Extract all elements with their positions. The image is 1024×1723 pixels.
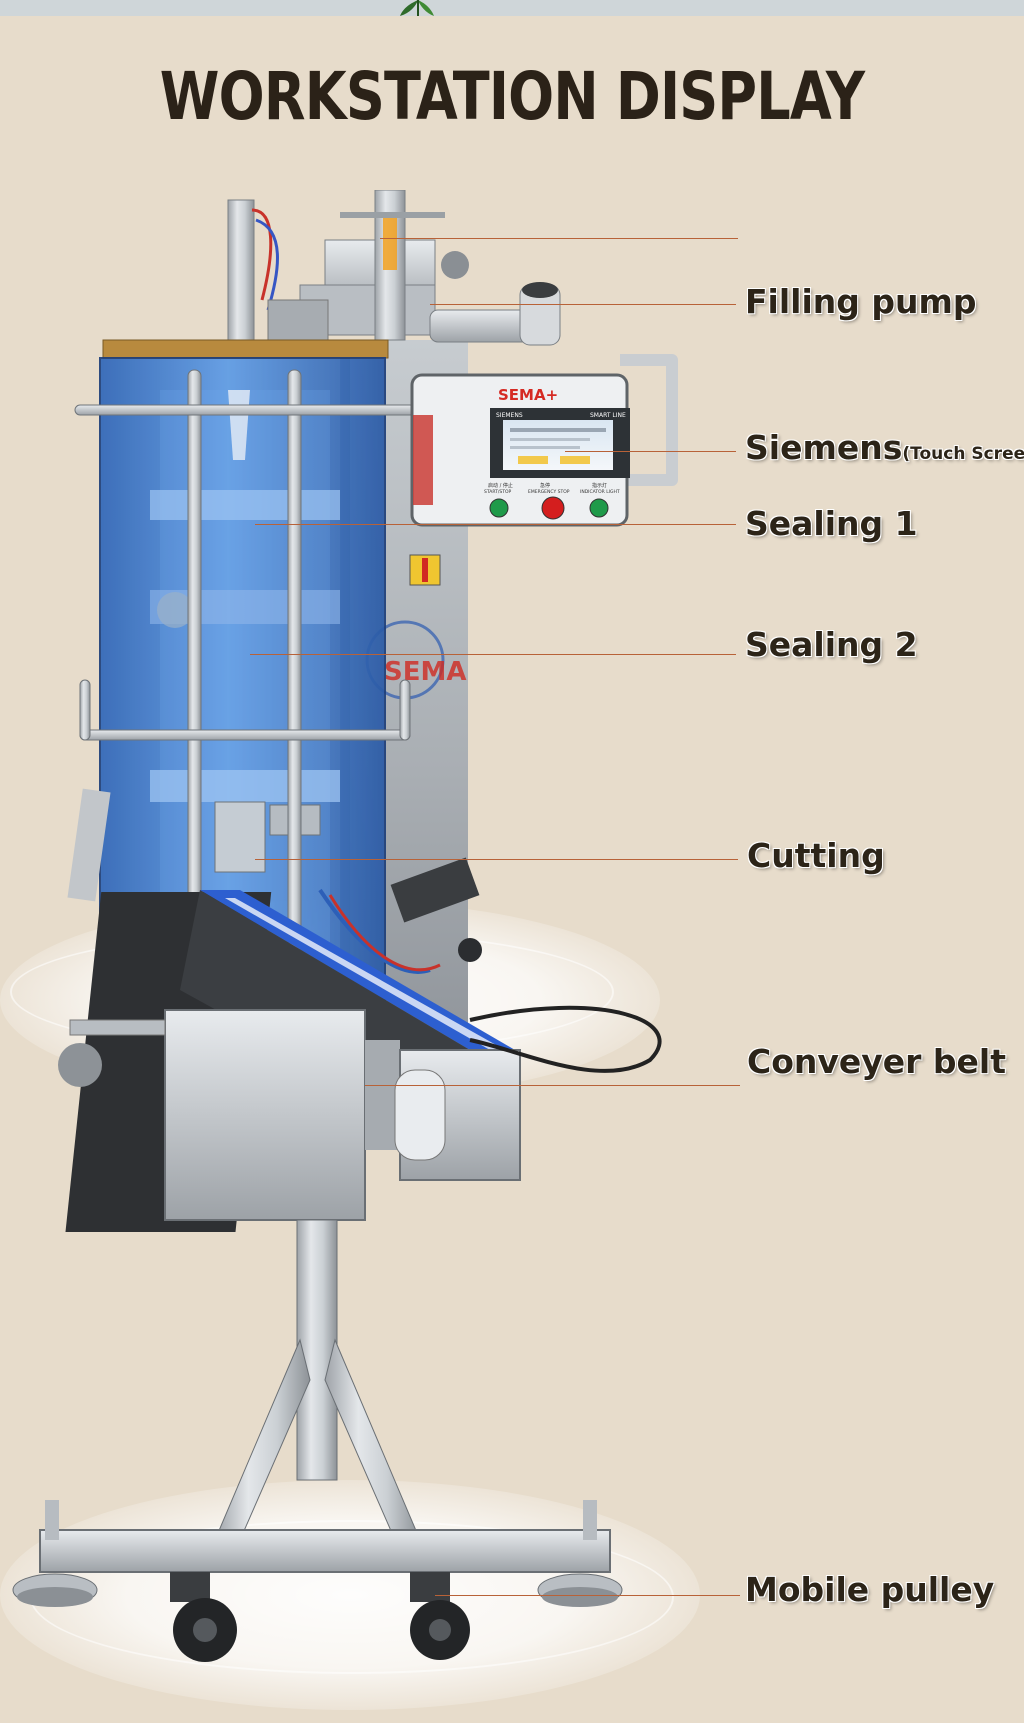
cabinet-brand-logo: SEMA (384, 657, 466, 687)
callout-label-filling-pump: Filling pump (745, 282, 977, 321)
caster-wheel-left (170, 1572, 237, 1662)
panel-header-right: SMART LINE (590, 412, 626, 419)
mobile-stand (12, 1219, 623, 1662)
button-1-label: 启动 / 停止 (488, 482, 513, 489)
callout-line-sealing-1 (255, 524, 736, 525)
callout-line-top (380, 238, 738, 239)
callout-line-sealing-2 (250, 654, 736, 655)
packaging-machine-illustration: SEMA (12, 190, 678, 1662)
conveyer-belt-unit (58, 857, 662, 1232)
button-3-label: 指示灯 (592, 482, 607, 489)
sealing-1-jaws (150, 490, 340, 520)
start-stop-button[interactable] (489, 498, 509, 518)
page-title: WORKSTATION DISPLAY (159, 58, 865, 135)
callout-line-filling-pump (430, 304, 736, 305)
callout-label-sealing-2: Sealing 2 (745, 625, 918, 664)
button-1-sublabel: START/STOP (484, 489, 512, 495)
callout-label-cutting: Cutting (747, 836, 885, 875)
top-decorative-band (0, 0, 1024, 16)
door-handles (74, 369, 416, 971)
button-3-sublabel: INDICATOR LIGHT (580, 489, 620, 495)
callout-label-sealing-1: Sealing 1 (745, 504, 918, 543)
callout-line-siemens (565, 451, 736, 452)
button-2-sublabel: EMERGENCY STOP (528, 489, 570, 495)
callout-line-cutting (255, 859, 738, 860)
cable (469, 1005, 662, 1073)
panel-header-left: SIEMENS (496, 412, 523, 419)
filling-pump-assembly (227, 190, 561, 346)
callout-line-conveyer-belt (365, 1085, 740, 1086)
leaf-icon (400, 0, 434, 16)
callout-label-mobile-pulley: Mobile pulley (745, 1570, 995, 1609)
callout-label-conveyer-belt: Conveyer belt (747, 1042, 1007, 1081)
emergency-stop-button[interactable] (541, 496, 565, 520)
cutting-unit (150, 770, 340, 802)
panel-brand-logo: SEMA+ (498, 386, 558, 404)
top-plate (102, 339, 389, 359)
siemens-control-panel: SEMA+ SIEMENS SMART LINE 启动 / 停止 START/S… (409, 354, 678, 586)
button-2-label: 急停 (540, 482, 550, 489)
callout-line-mobile-pulley (435, 1595, 740, 1596)
caster-wheel-right (410, 1572, 470, 1660)
callout-label-siemens: Siemens(Touch Screen) (745, 428, 1024, 467)
indicator-light (589, 498, 609, 518)
